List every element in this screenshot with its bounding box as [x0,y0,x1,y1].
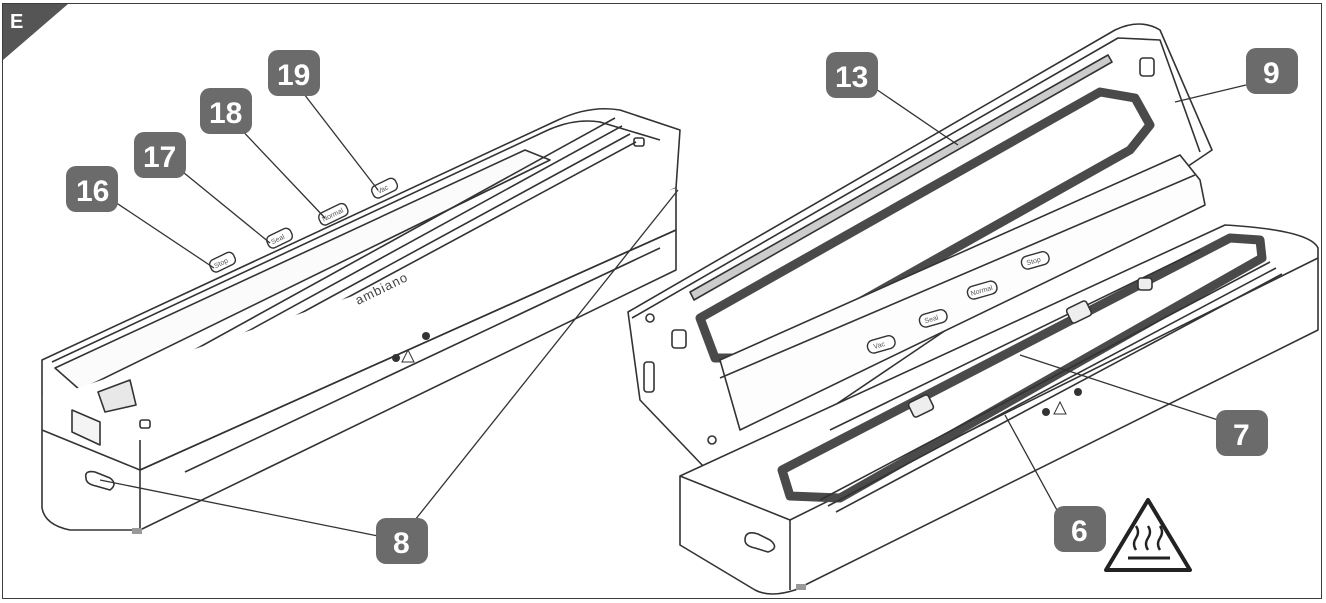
figure-frame [2,3,1322,599]
callout-13: 13 [826,52,878,98]
svg-text:19: 19 [277,59,310,92]
callout-8: 8 [376,518,428,564]
open-sealer [627,23,1319,595]
closed-release-button [84,470,115,491]
callout-6: 6 [1054,506,1106,552]
svg-text:16: 16 [76,175,109,208]
callout-19: 19 [268,50,320,96]
svg-text:Vac: Vac [873,341,887,351]
svg-text:Stop: Stop [1026,256,1042,267]
closed-front-face [41,188,677,531]
seal-button-left[interactable]: Seal [265,227,294,250]
status-icons-right [1042,388,1082,416]
upper-sealing-strip [689,54,1113,301]
open-buttons: Vac Seal Normal Stop [866,250,1082,416]
svg-text:6: 6 [1071,515,1088,548]
callout-18: 18 [200,88,252,134]
seal-button-right[interactable]: Seal [918,308,948,328]
vac-button-right[interactable]: Vac [866,334,896,354]
callout-16: 16 [66,166,118,212]
svg-text:13: 13 [835,61,868,94]
svg-text:9: 9 [1263,57,1280,90]
closed-sealer [41,107,681,534]
svg-text:17: 17 [143,141,176,174]
vac-button-left[interactable]: Vac [370,177,399,200]
svg-text:Seal: Seal [924,314,940,325]
svg-text:7: 7 [1233,419,1250,452]
svg-text:18: 18 [209,97,242,130]
open-release-button [744,532,776,553]
svg-text:Vac: Vac [376,184,390,196]
stop-button-left[interactable]: Stop [208,251,237,274]
section-marker: E [3,4,68,60]
heating-element [819,261,1271,501]
callout-9: 9 [1246,48,1298,94]
upper-gasket [695,87,1155,363]
status-icons-left [392,332,430,363]
section-letter: E [10,11,23,33]
normal-button-right[interactable]: Normal [966,280,998,301]
callout-17: 17 [134,132,186,178]
callout-7: 7 [1216,410,1268,456]
lower-gasket [777,233,1267,503]
hot-surface-warning-icon [1104,498,1192,572]
svg-text:8: 8 [393,527,410,560]
stop-button-right[interactable]: Stop [1020,250,1050,270]
leader-lines [99,84,1247,537]
